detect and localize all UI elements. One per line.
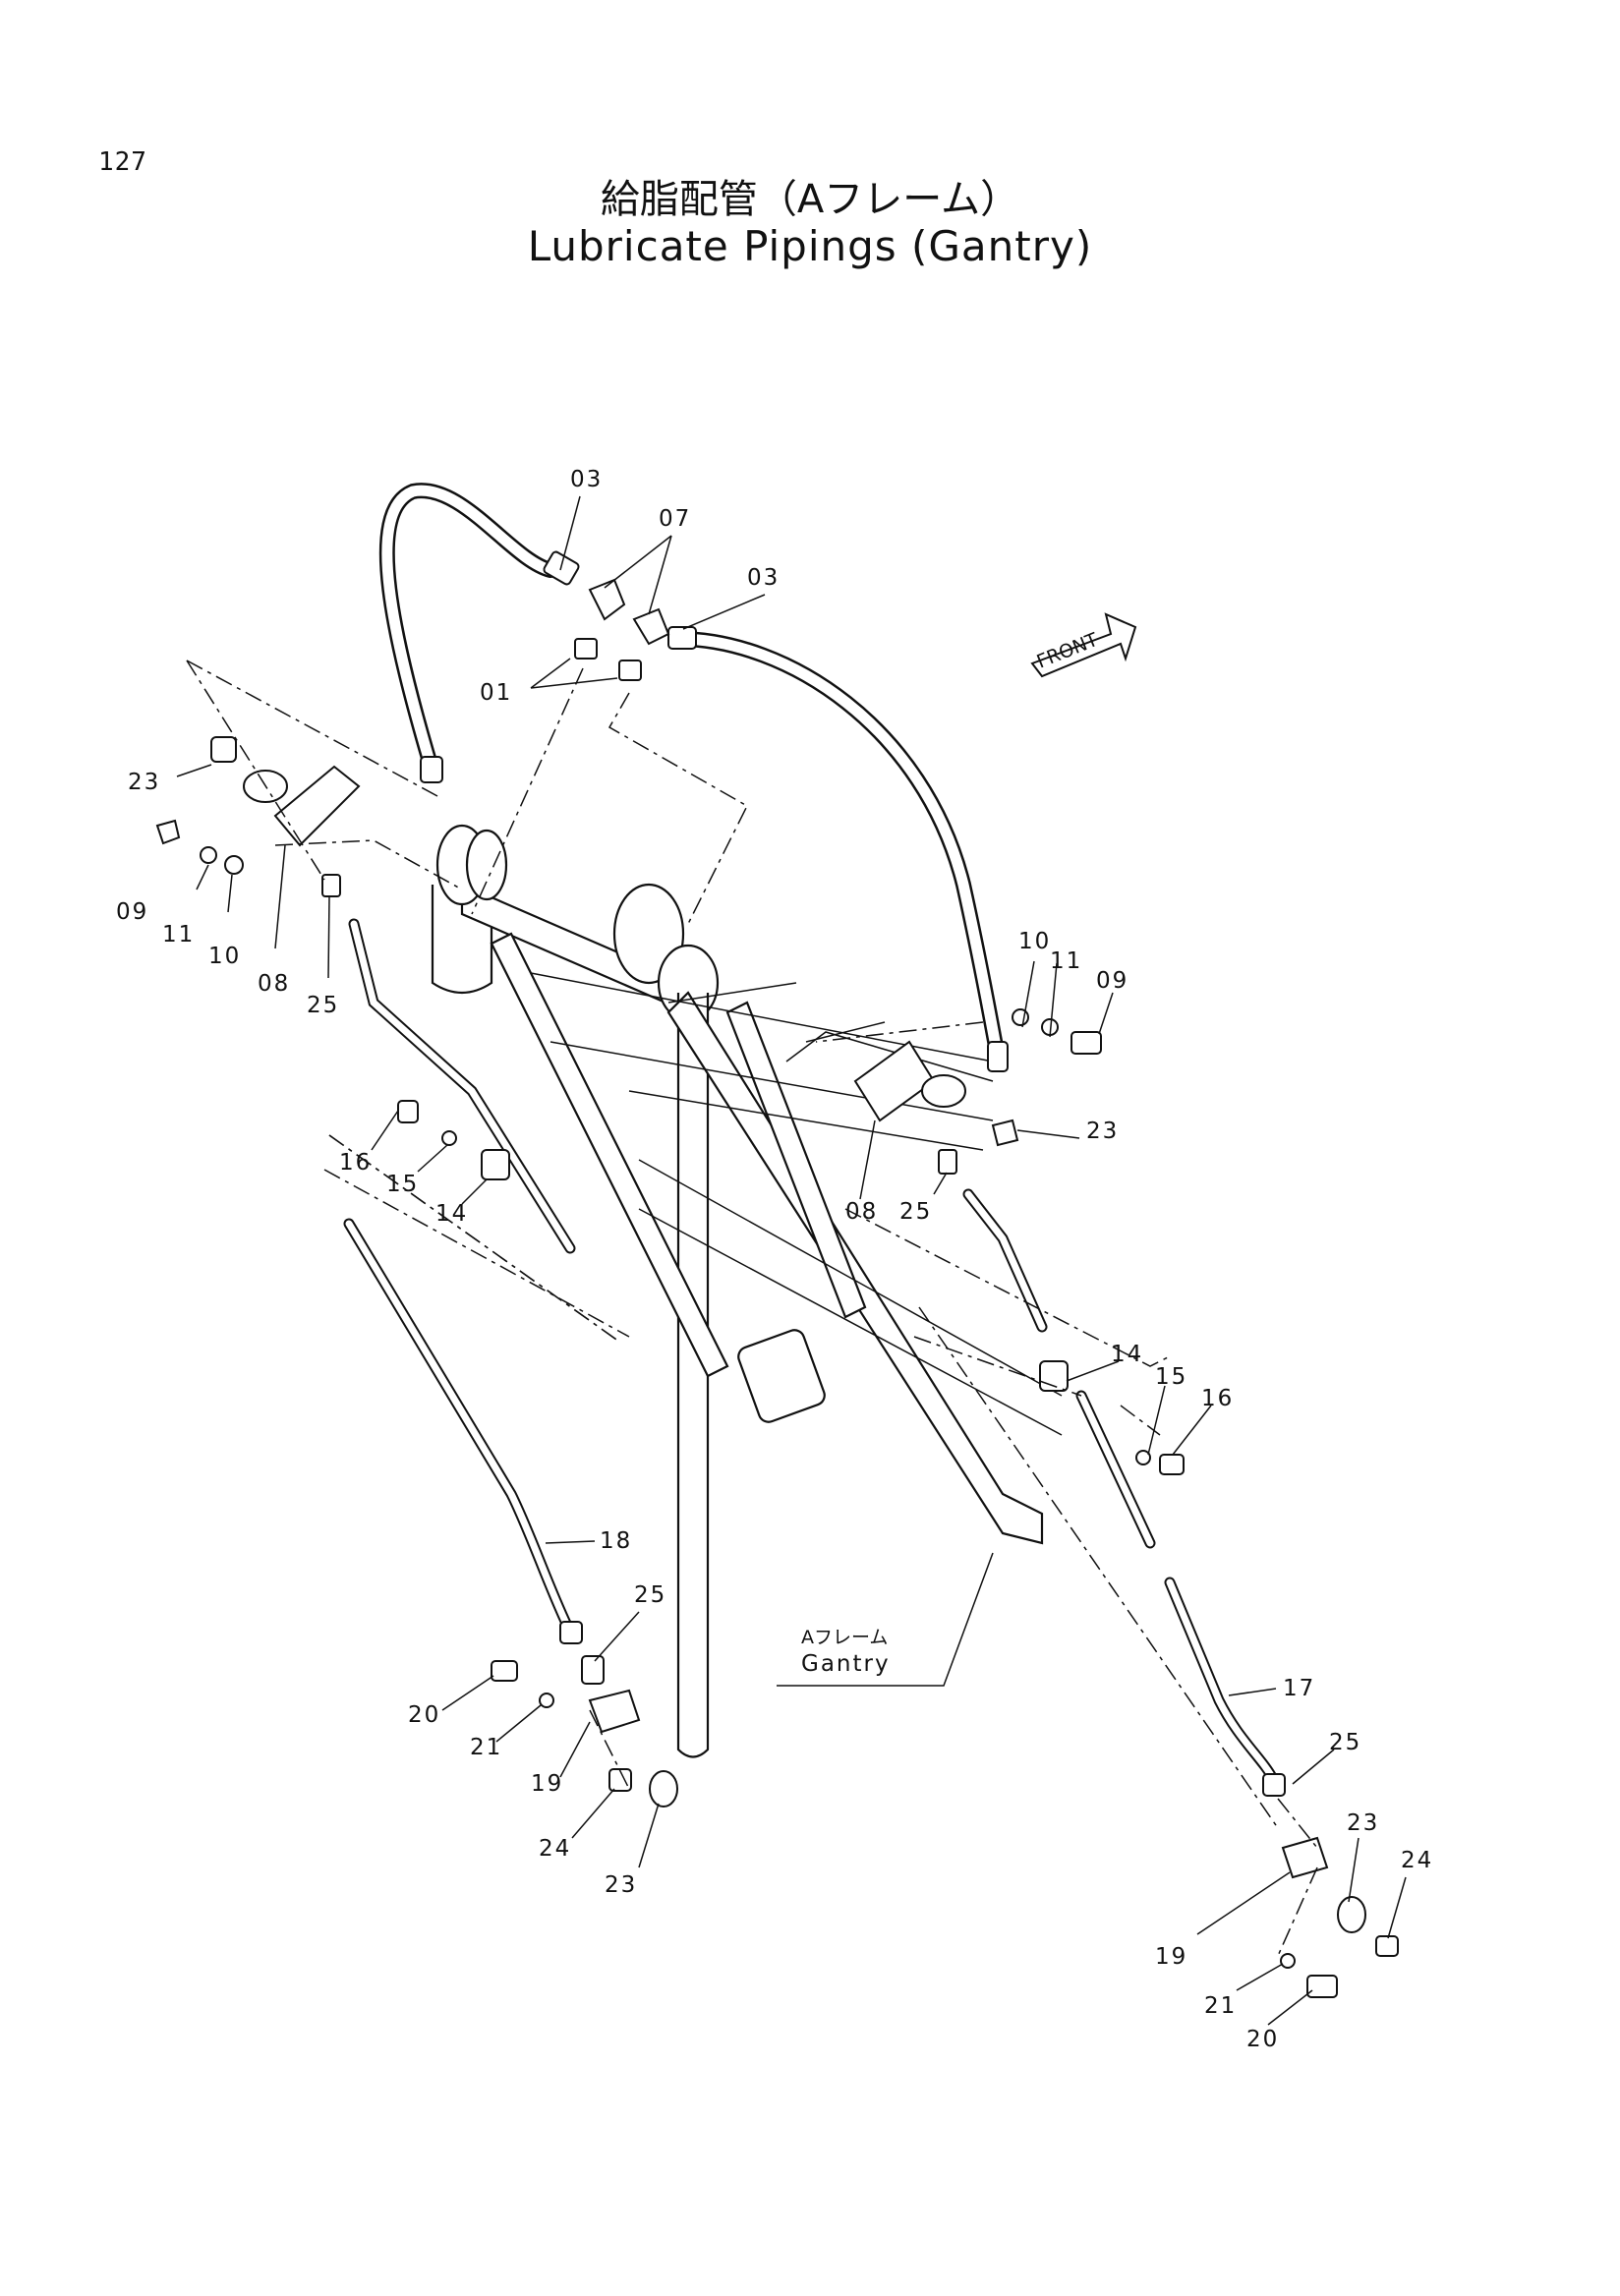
part-label-19-right: 19 [1155,1944,1187,1970]
title-japanese: 給脂配管（Aフレーム） [600,177,1020,222]
part-label-14-right: 14 [1111,1342,1143,1367]
elbow-fittings-07 [588,578,670,646]
part-label-20-right: 20 [1246,2027,1279,2052]
title-english: Lubricate Pipings (Gantry) [527,222,1093,270]
front-arrow: FRONT [1030,612,1137,678]
gantry-frame [431,824,1063,1758]
part-label-15-right: 15 [1155,1364,1187,1390]
part-label-25-lower-left: 25 [634,1582,666,1608]
part-label-11-right: 11 [1050,948,1082,974]
part-label-01: 01 [480,680,512,706]
gantry-callout: Aフレーム Gantry [777,1552,994,1687]
part-label-03-right: 03 [747,565,780,591]
pipe-17 [1164,1577,1399,1998]
part-label-18: 18 [600,1528,632,1554]
part-label-10-right: 10 [1018,929,1051,954]
part-label-07: 07 [659,506,691,532]
adapters-01 [574,638,642,681]
gantry-label-jp: Aフレーム [801,1627,888,1648]
part-label-23-lower-right: 23 [1347,1810,1379,1836]
part-label-23-lower-left: 23 [605,1872,637,1898]
part-label-11-left: 11 [162,922,195,947]
part-label-09-right: 09 [1096,968,1128,994]
part-label-08-left: 08 [258,971,290,997]
part-label-17: 17 [1283,1676,1315,1701]
pipe-right-upper [962,1188,1185,1549]
part-label-19-left: 19 [531,1771,563,1797]
guide-lines [186,660,1318,1957]
part-label-21-right: 21 [1204,1993,1237,2019]
hose-right [667,626,1009,1072]
pipe-18 [343,1218,678,1808]
part-label-15-left: 15 [386,1172,419,1197]
gantry-label-en: Gantry [801,1651,891,1677]
part-label-21-left: 21 [470,1735,502,1760]
bracket-right [853,1008,1102,1175]
part-label-14-left: 14 [435,1201,468,1227]
part-label-03-left: 03 [570,467,603,492]
leader-lines [176,495,1407,2026]
part-label-24-left: 24 [539,1836,571,1862]
part-label-09-left: 09 [116,899,148,925]
part-label-24-right: 24 [1401,1848,1433,1873]
part-labels: 03 07 03 01 23 09 11 10 08 25 10 11 09 2… [116,467,1433,2052]
part-label-08-right: 08 [845,1199,878,1225]
part-label-10-left: 10 [208,944,241,969]
part-label-25-left: 25 [307,993,339,1018]
part-label-23-right: 23 [1086,1119,1119,1144]
pipe-left-upper [348,918,576,1254]
part-label-16-left: 16 [339,1150,372,1176]
part-label-16-right: 16 [1201,1386,1234,1411]
page-number: 127 [98,147,147,177]
part-label-20-left: 20 [408,1702,440,1728]
part-label-25-lower-right: 25 [1329,1730,1361,1755]
part-label-23-left: 23 [128,770,160,795]
part-label-25-right: 25 [899,1199,932,1225]
bracket-left [155,736,361,897]
